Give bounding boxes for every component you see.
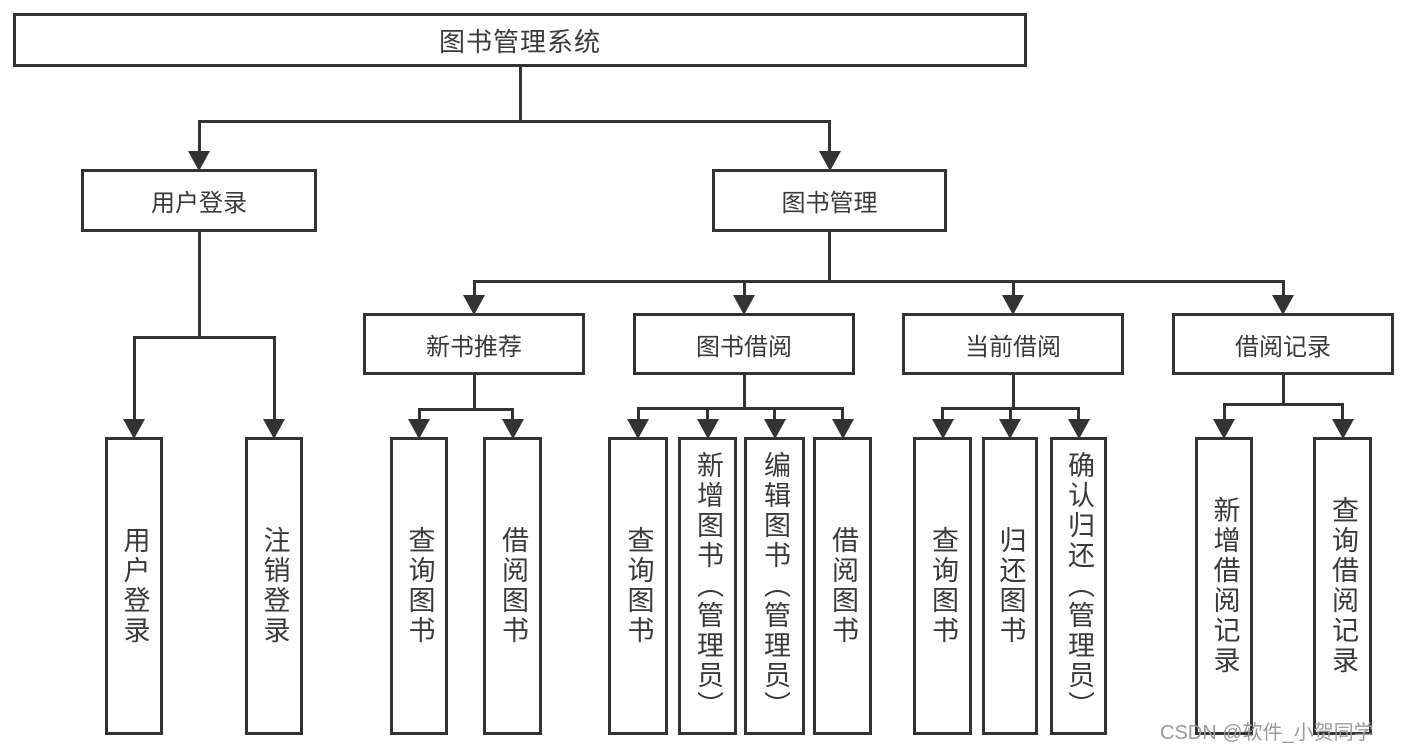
node-book-borrowing-rail bbox=[636, 407, 844, 410]
node-current-borrowing: 当前借阅 bbox=[902, 313, 1124, 375]
leaf-query-borrow-record-label: 查询借阅记录 bbox=[1328, 496, 1358, 676]
leaf-add-borrow-record-label: 新增借阅记录 bbox=[1209, 496, 1240, 676]
node-new-book-recommendation-drop-0 bbox=[417, 408, 421, 419]
leaf-add-books-admin: 新增图书（管理员） bbox=[678, 437, 737, 735]
node-borrowing-records-drop-1 bbox=[1341, 403, 1344, 419]
arrow-down-icon bbox=[931, 419, 954, 439]
node-library-management-system-drop-0 bbox=[197, 120, 201, 151]
arrow-down-icon bbox=[463, 295, 485, 315]
arrow-down-icon bbox=[188, 151, 210, 171]
arrow-down-icon bbox=[1067, 419, 1090, 439]
arrow-down-icon bbox=[696, 419, 719, 439]
leaf-query-books-label: 查询图书 bbox=[404, 526, 435, 646]
node-library-management-system-stem bbox=[518, 66, 522, 123]
node-borrowing-records-drop-0 bbox=[1222, 403, 1226, 419]
node-library-management-system-drop-1 bbox=[828, 120, 831, 151]
leaf-return-books: 归还图书 bbox=[982, 437, 1038, 735]
node-current-borrowing-stem bbox=[1011, 374, 1015, 410]
node-user-login-rail bbox=[132, 336, 276, 339]
arrow-down-icon bbox=[1213, 419, 1235, 439]
leaf-return-books-label: 归还图书 bbox=[995, 526, 1026, 646]
node-new-book-recommendation-drop-1 bbox=[511, 408, 514, 419]
leaf-confirm-return-admin-label: 确认归还（管理员） bbox=[1064, 451, 1094, 721]
leaf-query-books: 查询图书 bbox=[608, 437, 668, 735]
arrow-down-icon bbox=[831, 419, 854, 439]
leaf-user-login-label: 用户登录 bbox=[119, 526, 150, 646]
node-library-management-system-rail bbox=[197, 120, 831, 123]
node-new-book-recommendation: 新书推荐 bbox=[363, 313, 585, 375]
csdn-watermark: CSDN @软件_小贺同学 bbox=[1160, 722, 1374, 744]
node-new-book-recommendation-stem bbox=[472, 374, 476, 411]
leaf-query-books-label: 查询图书 bbox=[623, 526, 654, 646]
node-book-management-drop-3 bbox=[1281, 280, 1285, 295]
node-book-borrowing: 图书借阅 bbox=[633, 313, 855, 375]
node-book-management-drop-0 bbox=[472, 280, 476, 295]
leaf-query-books: 查询图书 bbox=[913, 437, 972, 735]
arrow-down-icon bbox=[999, 419, 1021, 439]
arrow-down-icon bbox=[763, 419, 786, 439]
leaf-edit-books-admin: 编辑图书（管理员） bbox=[744, 437, 805, 735]
node-user-login-label: 用户登录 bbox=[151, 190, 247, 217]
arrow-down-icon bbox=[1331, 419, 1354, 439]
node-book-management-drop-2 bbox=[1011, 280, 1015, 295]
node-library-management-system-label: 图书管理系统 bbox=[438, 26, 601, 57]
node-user-login-stem bbox=[197, 231, 201, 339]
node-user-login-drop-0 bbox=[132, 336, 136, 419]
leaf-add-borrow-record: 新增借阅记录 bbox=[1195, 437, 1253, 735]
arrow-down-icon bbox=[501, 419, 524, 439]
node-borrowing-records: 借阅记录 bbox=[1172, 313, 1394, 375]
arrow-down-icon bbox=[1002, 295, 1024, 315]
node-book-management-stem bbox=[828, 231, 831, 283]
node-user-login-drop-1 bbox=[272, 336, 276, 419]
leaf-query-books-label: 查询图书 bbox=[928, 526, 958, 646]
node-new-book-recommendation-label: 新书推荐 bbox=[426, 333, 522, 361]
node-library-management-system: 图书管理系统 bbox=[13, 13, 1027, 67]
leaf-edit-books-admin-label: 编辑图书（管理员） bbox=[760, 451, 790, 721]
node-book-management: 图书管理 bbox=[712, 169, 947, 232]
leaf-borrow-books-label: 借阅图书 bbox=[828, 526, 858, 646]
node-book-management-label: 图书管理 bbox=[781, 190, 878, 217]
node-book-borrowing-drop-0 bbox=[636, 407, 640, 419]
arrow-down-icon bbox=[123, 419, 145, 439]
node-new-book-recommendation-rail bbox=[417, 408, 514, 411]
leaf-query-books: 查询图书 bbox=[390, 437, 448, 735]
leaf-borrow-books-label: 借阅图书 bbox=[498, 526, 528, 646]
leaf-confirm-return-admin: 确认归还（管理员） bbox=[1050, 437, 1107, 735]
node-current-borrowing-drop-2 bbox=[1077, 407, 1080, 419]
leaf-add-books-admin-label: 新增图书（管理员） bbox=[693, 451, 723, 721]
node-current-borrowing-label: 当前借阅 bbox=[965, 333, 1061, 361]
leaf-user-login: 用户登录 bbox=[105, 437, 163, 735]
arrow-down-icon bbox=[818, 151, 841, 171]
node-book-management-drop-1 bbox=[742, 280, 746, 295]
arrow-down-icon bbox=[408, 419, 430, 439]
arrow-down-icon bbox=[733, 295, 755, 315]
node-user-login: 用户登录 bbox=[81, 169, 317, 232]
node-borrowing-records-label: 借阅记录 bbox=[1235, 333, 1331, 361]
leaf-logout-label: 注销登录 bbox=[259, 526, 290, 646]
node-borrowing-records-rail bbox=[1222, 403, 1344, 406]
node-book-borrowing-drop-1 bbox=[706, 407, 709, 419]
node-current-borrowing-drop-0 bbox=[941, 407, 944, 419]
node-current-borrowing-drop-1 bbox=[1008, 407, 1012, 419]
leaf-query-borrow-record: 查询借阅记录 bbox=[1313, 437, 1372, 735]
arrow-down-icon bbox=[1272, 295, 1294, 315]
arrow-down-icon bbox=[627, 419, 649, 439]
node-book-borrowing-label: 图书借阅 bbox=[696, 333, 792, 361]
node-borrowing-records-stem bbox=[1281, 374, 1285, 406]
node-book-management-rail bbox=[472, 280, 1285, 283]
leaf-borrow-books: 借阅图书 bbox=[483, 437, 542, 735]
leaf-logout: 注销登录 bbox=[245, 437, 303, 735]
node-book-borrowing-drop-2 bbox=[773, 407, 776, 419]
node-book-borrowing-drop-3 bbox=[841, 407, 844, 419]
node-book-borrowing-stem bbox=[742, 374, 746, 410]
arrow-down-icon bbox=[263, 419, 285, 439]
leaf-borrow-books: 借阅图书 bbox=[813, 437, 872, 735]
